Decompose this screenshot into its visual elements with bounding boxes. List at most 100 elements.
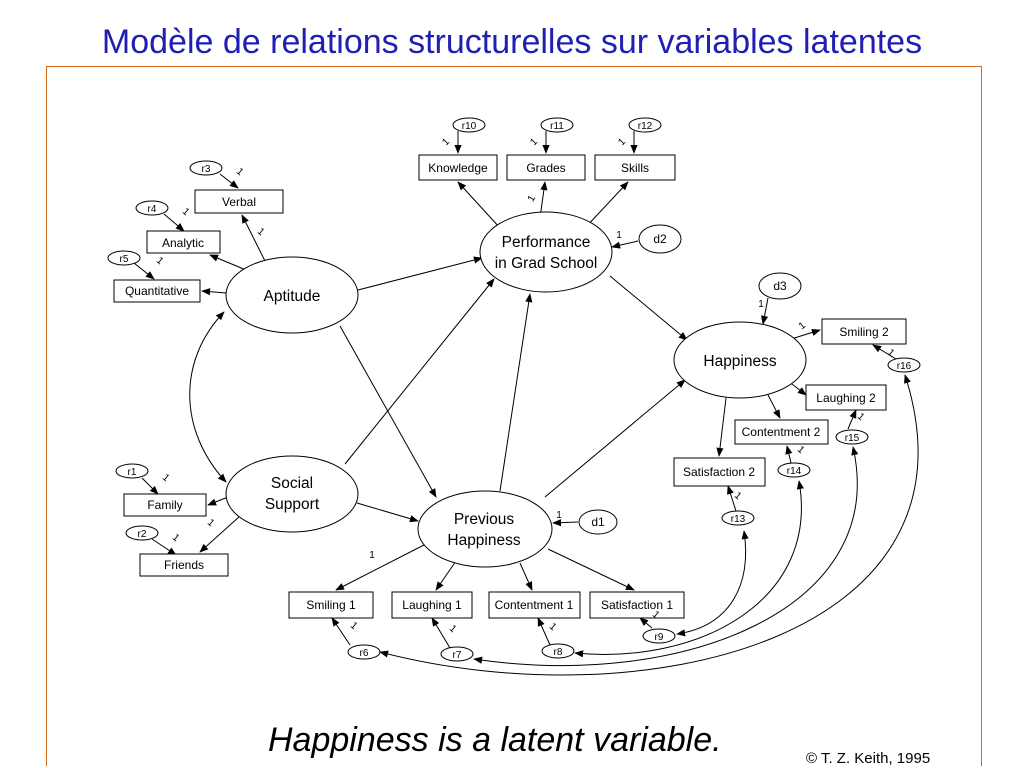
residual-r16-label: r16 xyxy=(897,361,912,372)
indicator-contentment2-box xyxy=(734,419,829,445)
indicator-verbal-box xyxy=(194,189,284,214)
path-happiness-laughing2 xyxy=(791,383,807,396)
residual-r10-ellipse xyxy=(452,117,486,133)
latent-performance-label-2: in Grad School xyxy=(495,255,598,272)
latent-prevhappiness-label-1: Previous xyxy=(454,511,515,528)
residual-r14-label: r14 xyxy=(787,466,802,477)
indicator-analytic-box xyxy=(146,230,221,254)
residual-r13-label: r13 xyxy=(731,514,746,525)
path-performance-happiness xyxy=(609,275,688,341)
disturbance-d3-label: d3 xyxy=(773,279,787,293)
copyright-notice: © T. Z. Keith, 1995 xyxy=(806,750,931,767)
indicator-smiling1-box xyxy=(288,591,374,619)
path-r4 xyxy=(163,213,185,232)
latent-social-label-2: Support xyxy=(265,496,320,513)
correlation-r6-r16 xyxy=(379,374,919,676)
slide-title: Modèle de relations structurelles sur va… xyxy=(101,23,923,61)
residual-r5-ellipse xyxy=(107,250,141,266)
indicator-grades-box xyxy=(506,154,586,181)
latent-aptitude-label: Aptitude xyxy=(264,288,321,305)
indicator-analytic-label: Analytic xyxy=(162,236,204,250)
coef-d1: 1 xyxy=(556,510,562,521)
path-prevhappiness-contentment1 xyxy=(519,562,533,591)
residual-r8-ellipse xyxy=(541,643,575,659)
correlation-aptitude-social xyxy=(189,311,227,483)
path-aptitude-prevhappiness xyxy=(339,325,437,498)
coef-r12: 1 xyxy=(616,136,628,148)
coef-r3: 1 xyxy=(234,166,246,178)
coef-d3: 1 xyxy=(758,299,764,310)
path-prevhappiness-laughing1 xyxy=(435,560,457,591)
coef-r4: 1 xyxy=(180,206,192,218)
indicator-skills-box xyxy=(594,154,676,181)
path-r3 xyxy=(219,173,239,189)
path-r2 xyxy=(151,538,177,556)
path-social-prevhappiness xyxy=(356,502,419,523)
disturbance-d1-label: d1 xyxy=(591,515,605,529)
residual-r5-label: r5 xyxy=(120,254,129,265)
coef-grades: 1 xyxy=(526,193,539,204)
indicator-family-box xyxy=(123,493,207,517)
path-social-performance xyxy=(344,278,495,465)
indicator-smiling2-box xyxy=(821,318,907,345)
indicator-smiling1-label: Smiling 1 xyxy=(306,598,356,612)
residual-r7-label: r7 xyxy=(453,650,462,661)
indicator-contentment1-box xyxy=(488,591,581,619)
residual-r9-ellipse xyxy=(642,628,676,644)
residual-r10-label: r10 xyxy=(462,121,477,132)
disturbance-d1-ellipse xyxy=(578,509,618,535)
path-social-friends xyxy=(199,515,241,553)
coef-r9: 1 xyxy=(650,609,662,621)
coef-r11: 1 xyxy=(528,136,540,148)
residual-r14-ellipse xyxy=(777,462,811,478)
residual-r13-ellipse xyxy=(721,510,755,526)
residual-r4-label: r4 xyxy=(148,204,157,215)
indicator-smiling2-label: Smiling 2 xyxy=(839,325,889,339)
coef-r6: 1 xyxy=(348,620,360,632)
coef-r16: 1 xyxy=(885,347,897,359)
latent-performance xyxy=(479,211,613,293)
coef-r10: 1 xyxy=(440,136,452,148)
indicator-grades-label: Grades xyxy=(526,161,565,175)
latent-happiness-label: Happiness xyxy=(703,353,776,370)
residual-r11-label: r11 xyxy=(550,121,564,132)
coef-smiling2: 1 xyxy=(797,320,809,332)
indicator-quantitative-box xyxy=(113,279,201,303)
residual-r9-label: r9 xyxy=(655,632,664,643)
residual-r8-label: r8 xyxy=(554,647,563,658)
path-d1 xyxy=(552,519,579,527)
path-aptitude-quantitative xyxy=(201,288,227,296)
coef-friends: 1 xyxy=(205,517,217,529)
coef-r1: 1 xyxy=(160,472,172,484)
residual-r1-label: r1 xyxy=(128,467,137,478)
coef-d2: 1 xyxy=(616,230,622,241)
latent-social-label-1: Social xyxy=(271,475,313,492)
path-r1 xyxy=(141,477,159,495)
residual-r7-ellipse xyxy=(440,646,474,662)
residual-r12-label: r12 xyxy=(638,121,653,132)
residual-r15-label: r15 xyxy=(845,433,860,444)
indicator-satisfaction2-box xyxy=(673,457,766,487)
path-prevhappiness-satisfaction1 xyxy=(547,548,635,591)
path-happiness-contentment2 xyxy=(767,394,781,419)
residual-r4-ellipse xyxy=(135,200,169,216)
indicator-laughing2-label: Laughing 2 xyxy=(816,391,876,405)
path-prevhappiness-performance xyxy=(499,293,533,492)
disturbance-d3-ellipse xyxy=(758,272,802,300)
path-r15 xyxy=(847,409,857,430)
coef-r8: 1 xyxy=(547,621,559,633)
path-happiness-satisfaction2 xyxy=(716,397,727,457)
latent-previous-happiness xyxy=(417,490,553,568)
path-r9 xyxy=(639,617,653,629)
indicator-satisfaction1-box xyxy=(589,591,685,619)
residual-r3-label: r3 xyxy=(202,164,211,175)
coef-r2: 1 xyxy=(170,532,182,544)
indicator-verbal-label: Verbal xyxy=(222,195,256,209)
latent-social-support xyxy=(225,455,359,533)
path-performance-knowledge xyxy=(457,181,501,229)
path-prevhappiness-happiness xyxy=(544,379,686,498)
path-aptitude-analytic xyxy=(209,254,247,271)
coef-r5: 1 xyxy=(154,255,166,267)
residual-r2-ellipse xyxy=(125,525,159,541)
